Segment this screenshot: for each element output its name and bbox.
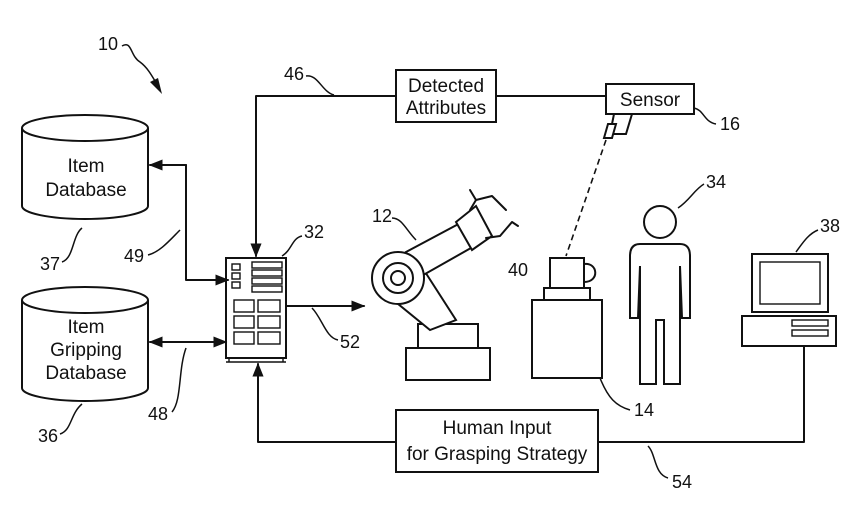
numeral-52: 52 (311, 307, 360, 352)
controller (225, 257, 287, 363)
human-input-box: Human Input for Grasping Strategy (395, 409, 599, 473)
gripping-db-line3: Database (45, 363, 126, 384)
link-49-to-controller (185, 164, 230, 286)
numeral-34: 34 (677, 172, 726, 209)
gripping-db-line2: Gripping (50, 340, 122, 361)
robot-arm (371, 189, 519, 381)
svg-text:36: 36 (38, 426, 58, 446)
item-database: Item Database (21, 114, 149, 220)
svg-text:12: 12 (372, 206, 392, 226)
svg-text:34: 34 (706, 172, 726, 192)
numeral-36: 36 (38, 403, 83, 446)
detected-attributes-line1: Detected (408, 76, 484, 97)
item-database-line1: Item (68, 156, 105, 177)
figure-label-10: 10 (98, 34, 162, 94)
svg-text:49: 49 (124, 246, 144, 266)
numeral-32: 32 (281, 222, 324, 257)
human-input-line2: for Grasping Strategy (407, 444, 588, 465)
numeral-40: 40 (508, 260, 528, 280)
svg-text:46: 46 (284, 64, 304, 84)
item-mug (549, 257, 597, 289)
numeral-38: 38 (795, 216, 840, 253)
human-figure (629, 205, 691, 385)
numeral-14: 14 (599, 377, 654, 420)
numeral-54: 54 (647, 445, 692, 492)
numeral-37: 37 (40, 227, 83, 274)
svg-text:38: 38 (820, 216, 840, 236)
computer (741, 253, 837, 347)
svg-text:48: 48 (148, 404, 168, 424)
svg-text:52: 52 (340, 332, 360, 352)
numeral-49: 49 (124, 229, 181, 266)
svg-text:37: 37 (40, 254, 60, 274)
numeral-48: 48 (148, 347, 187, 424)
computer-to-human-input-line (597, 345, 805, 443)
detected-attributes-line2: Attributes (406, 98, 486, 119)
item-database-line2: Database (45, 180, 126, 201)
human-input-to-controller-line (252, 362, 397, 443)
svg-text:40: 40 (508, 260, 528, 280)
attributes-to-controller-line (250, 95, 397, 258)
svg-text:54: 54 (672, 472, 692, 492)
svg-text:14: 14 (634, 400, 654, 420)
numeral-12: 12 (372, 206, 417, 241)
svg-text:16: 16 (720, 114, 740, 134)
gripping-db-line1: Item (68, 317, 105, 338)
item-table (531, 287, 603, 379)
sensor-label: Sensor (620, 90, 681, 111)
item-gripping-database: Item Gripping Database (21, 286, 149, 402)
detected-attributes-box: Detected Attributes (395, 69, 497, 123)
numeral-46: 46 (284, 64, 335, 96)
numeral-16: 16 (693, 107, 740, 134)
sensor-sightline (565, 139, 607, 257)
svg-text:32: 32 (304, 222, 324, 242)
svg-text:10: 10 (98, 34, 118, 54)
sensor-box: Sensor (602, 83, 695, 139)
human-input-line1: Human Input (443, 418, 553, 439)
